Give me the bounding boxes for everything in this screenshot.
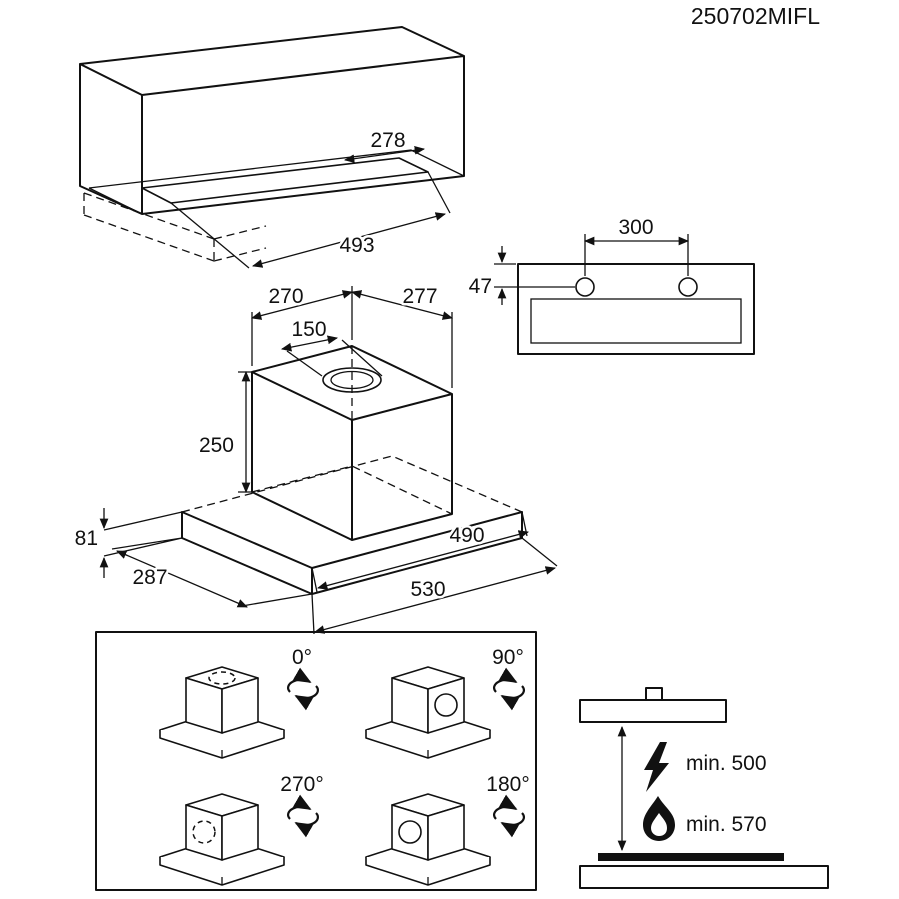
cabinet-extension-lines xyxy=(170,171,451,269)
dim-277-label: 277 xyxy=(402,285,437,308)
hood-side-outline xyxy=(579,699,727,723)
orientation-cell-90deg: 90° xyxy=(365,646,524,759)
dim-300-label: 300 xyxy=(618,216,653,239)
orientation-cell-0deg: 0° xyxy=(159,646,318,759)
dim-81-label: 81 xyxy=(75,527,98,550)
dim-493-arrow xyxy=(251,212,447,268)
dim-270-arrow xyxy=(250,290,354,320)
mini-hood-drawing xyxy=(365,793,491,886)
duct-outlet-left-face-dashed xyxy=(192,820,216,844)
orientation-panel-border xyxy=(95,631,537,891)
dim-270-label: 270 xyxy=(268,285,303,308)
cabinet-hidden-lines xyxy=(83,192,267,262)
rotation-arrows-icon xyxy=(288,680,318,698)
mounting-hole-left xyxy=(575,277,595,297)
angle-label-0: 0° xyxy=(292,646,312,669)
front-extension-lines xyxy=(494,234,689,288)
lightning-bolt-icon xyxy=(644,742,669,792)
dim-47-label: 47 xyxy=(469,275,492,298)
counter-outline xyxy=(579,865,829,889)
dim-150-arrow xyxy=(280,335,339,352)
hob-surface-bar xyxy=(598,853,784,861)
hood-front-view: 300 47 xyxy=(466,214,755,355)
duct-outlet-front-face xyxy=(398,820,422,844)
dim-278-label: 278 xyxy=(370,129,405,152)
angle-label-90: 90° xyxy=(492,646,524,669)
dim-287-arrow xyxy=(116,550,248,608)
orientation-panel: 0° 90° 270° 180° xyxy=(95,631,537,891)
mounting-hole-right xyxy=(678,277,698,297)
duct-outlet-top-dashed xyxy=(208,671,236,685)
gas-clearance-label: min. 570 xyxy=(686,813,767,836)
iso-extension-lines xyxy=(103,286,558,635)
dim-250-label: 250 xyxy=(199,434,234,457)
model-number: 250702MIFL xyxy=(691,3,820,29)
dim-278-arrow xyxy=(343,145,426,164)
electric-clearance-label: min. 500 xyxy=(686,752,767,775)
front-body-outline xyxy=(517,263,755,355)
duct-outlet-right-face xyxy=(434,693,458,717)
rotation-arrows-icon xyxy=(288,807,318,825)
clearance-view: min. 500 min. 570 xyxy=(579,687,829,889)
rotation-arrows-icon xyxy=(494,680,524,698)
hood-hidden-lines xyxy=(181,346,523,515)
cabinet-outline xyxy=(79,26,465,215)
rotation-arrows-icon xyxy=(494,807,524,825)
dim-530-label: 530 xyxy=(410,578,445,601)
angle-label-180: 180° xyxy=(486,773,529,796)
dim-530-arrow xyxy=(313,566,557,634)
mini-hood-drawing xyxy=(159,793,285,886)
dim-150-label: 150 xyxy=(291,318,326,341)
orientation-cell-180deg: 180° xyxy=(365,773,530,886)
dim-287-label: 287 xyxy=(132,566,167,589)
gas-flame-inner xyxy=(651,813,667,836)
angle-label-270: 270° xyxy=(280,773,323,796)
mini-hood-drawing xyxy=(365,666,491,759)
dim-493-label: 493 xyxy=(339,234,374,257)
dim-490-label: 490 xyxy=(449,524,484,547)
dim-277-arrow xyxy=(350,290,454,320)
cabinet-cutout-view: 278 493 xyxy=(79,26,465,269)
mini-hood-drawing xyxy=(159,666,285,759)
orientation-cell-270deg: 270° xyxy=(159,773,324,886)
front-panel-outline xyxy=(530,298,742,344)
hood-duct-stub xyxy=(645,687,663,701)
hood-iso-view: 270 277 150 250 81 287 490 530 xyxy=(72,283,558,635)
